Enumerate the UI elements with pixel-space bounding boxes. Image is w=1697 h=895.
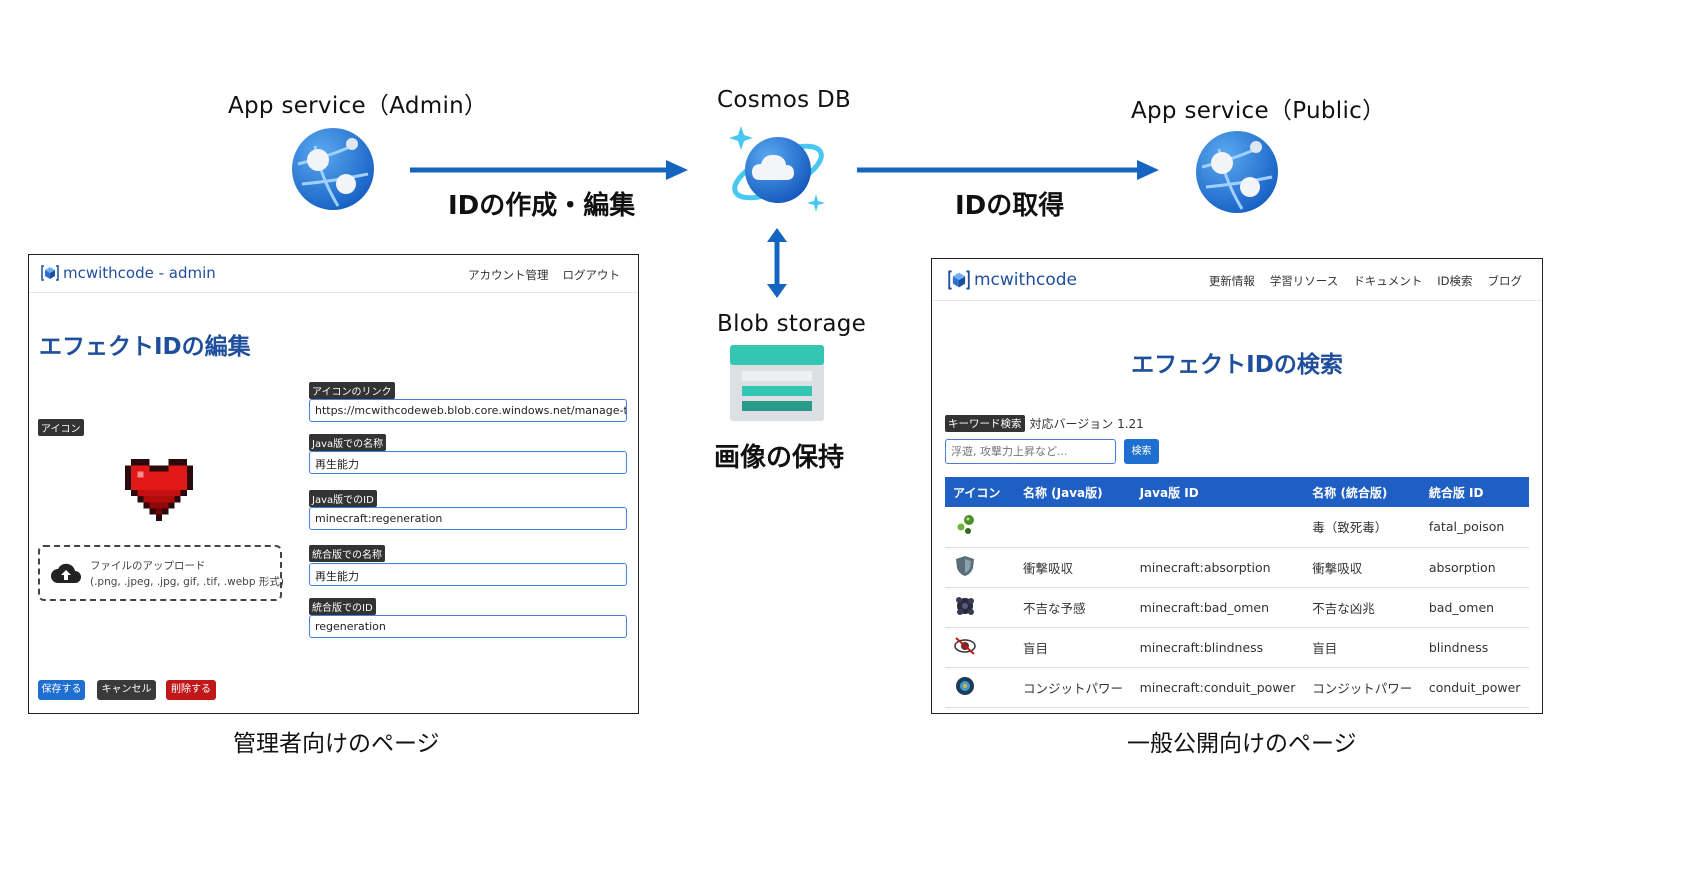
cosmos-db-icon [729,126,825,212]
java-id-cell [1131,507,1305,548]
app-service-public-icon [1196,131,1278,213]
brand-cube-icon [948,270,970,290]
cosmos-blob-arrow [767,228,787,298]
save-button[interactable]: 保存する [38,680,85,700]
upload-title: ファイルのアップロード [90,560,206,572]
search-input[interactable] [945,439,1116,464]
bedrock-name-cell: 衝撃吸収 [1304,547,1421,588]
java-id-label: Java版でのID [309,490,377,507]
app-service-admin-icon [292,128,374,210]
bedrock-name-cell: 不吉な凶兆 [1304,587,1421,628]
bedrock-id-cell: conduit_power [1420,667,1529,708]
bedrock-name-cell: コンジットパワー [1304,667,1421,708]
keyword-search-tag: キーワード検索 [945,415,1025,432]
java-name-cell: 不吉な予感 [1015,587,1132,628]
bedrock-name-cell: 盲目 [1304,627,1421,668]
table-row[interactable]: 衝撃吸収 minecraft:absorption 衝撃吸収 absorptio… [945,547,1529,588]
nav-account[interactable]: アカウント管理 [468,268,549,282]
conduit-power-icon [956,676,974,695]
table-row[interactable]: 盲目 minecraft:blindness 盲目 blindness [945,627,1529,668]
icon-link-label: アイコンのリンク [309,382,395,399]
bedrock-id-field[interactable]: regeneration [309,615,627,638]
java-name-cell: コンジットパワー [1015,667,1132,708]
bedrock-id-cell: blindness [1420,627,1529,668]
fetch-label: IDの取得 [955,191,1065,221]
nav-learning[interactable]: 学習リソース [1269,274,1339,288]
admin-brand-text: mcwithcode - admin [63,264,216,282]
col-java-id[interactable]: Java版 ID [1131,477,1305,507]
table-header-row: アイコン 名称 (Java版) Java版 ID 名称 (統合版) 統合版 ID [945,477,1529,507]
bedrock-name-cell: 毒（致死毒） [1304,507,1421,548]
col-java-name[interactable]: 名称 (Java版) [1015,477,1132,507]
absorption-icon [956,555,974,576]
version-text: 対応バージョン 1.21 [1029,417,1144,431]
nav-blog[interactable]: ブログ [1487,274,1523,288]
admin-page-screenshot: mcwithcode - admin アカウント管理 ログアウト エフェクトID… [28,254,639,714]
table-row[interactable]: コンジットパワー minecraft:conduit_power コンジットパワ… [945,667,1529,708]
public-navbar: mcwithcode 更新情報 学習リソース ドキュメント ID検索 ブログ [932,259,1542,301]
java-id-field[interactable]: minecraft:regeneration [309,507,627,530]
bedrock-name-label: 統合版での名称 [309,545,385,562]
java-id-cell: minecraft:absorption [1131,547,1305,588]
java-name-cell [1015,507,1132,548]
icon-tag: アイコン [38,419,84,436]
bedrock-id-cell: absorption [1420,547,1529,588]
java-name-cell: 盲目 [1015,627,1132,668]
file-upload-box[interactable]: ファイルのアップロード (.png, .jpeg, .jpg, gif, .ti… [38,545,284,601]
bad-omen-icon [956,596,974,615]
public-brand-text: mcwithcode [974,270,1077,290]
blob-storage-icon [730,345,824,421]
delete-button[interactable]: 削除する [166,680,216,700]
icon-link-field[interactable]: https://mcwithcodeweb.blob.core.windows.… [309,399,627,422]
nav-logout[interactable]: ログアウト [562,268,621,282]
bedrock-name-field[interactable]: 再生能力 [309,563,627,586]
public-page-screenshot: mcwithcode 更新情報 学習リソース ドキュメント ID検索 ブログ エ… [931,258,1543,714]
public-caption: 一般公開向けのページ [1127,731,1357,757]
java-id-cell: minecraft:bad_omen [1131,587,1305,628]
table-row[interactable]: 不吉な予感 minecraft:bad_omen 不吉な凶兆 bad_omen [945,587,1529,628]
image-hold-label: 画像の保持 [714,443,845,473]
col-bedrock-name[interactable]: 名称 (統合版) [1304,477,1421,507]
bedrock-id-label: 統合版でのID [309,598,376,615]
public-brand[interactable]: mcwithcode [948,269,1077,291]
public-service-title: App service（Public） [1131,98,1386,124]
poison-icon [957,515,974,535]
admin-caption: 管理者向けのページ [233,731,440,757]
upload-formats: (.png, .jpeg, .jpg, gif, .tif, .webp 形式) [90,576,284,588]
brand-cube-icon [41,265,59,281]
col-icon[interactable]: アイコン [945,477,1015,507]
nav-docs[interactable]: ドキュメント [1353,274,1423,288]
java-id-cell: minecraft:blindness [1131,627,1305,668]
create-edit-arrow [410,160,688,180]
admin-heading: エフェクトIDの編集 [39,334,251,360]
admin-service-title: App service（Admin） [228,93,488,119]
java-name-cell: 衝撃吸収 [1015,547,1132,588]
admin-navbar: mcwithcode - admin アカウント管理 ログアウト [29,255,638,293]
blindness-icon [954,636,976,655]
admin-brand[interactable]: mcwithcode - admin [41,264,216,282]
blob-storage-title: Blob storage [717,311,867,337]
cosmos-db-title: Cosmos DB [717,87,852,113]
java-name-label: Java版での名称 [309,434,387,451]
col-bedrock-id[interactable]: 統合版 ID [1420,477,1529,507]
table-row[interactable]: 毒（致死毒） fatal_poison [945,507,1529,548]
fetch-arrow [857,160,1159,180]
create-edit-label: IDの作成・編集 [448,191,636,221]
nav-updates[interactable]: 更新情報 [1208,274,1255,288]
search-button[interactable]: 検索 [1124,439,1159,464]
java-name-field[interactable]: 再生能力 [309,451,627,474]
public-heading: エフェクトIDの検索 [1131,352,1343,378]
cloud-upload-icon [51,563,81,583]
java-id-cell: minecraft:conduit_power [1131,667,1305,708]
bedrock-id-cell: fatal_poison [1420,507,1529,548]
cancel-button[interactable]: キャンセル [97,680,156,700]
effect-id-table: アイコン 名称 (Java版) Java版 ID 名称 (統合版) 統合版 ID… [945,477,1529,708]
bedrock-id-cell: bad_omen [1420,587,1529,628]
heart-icon [125,459,193,521]
nav-id-search[interactable]: ID検索 [1437,274,1473,288]
